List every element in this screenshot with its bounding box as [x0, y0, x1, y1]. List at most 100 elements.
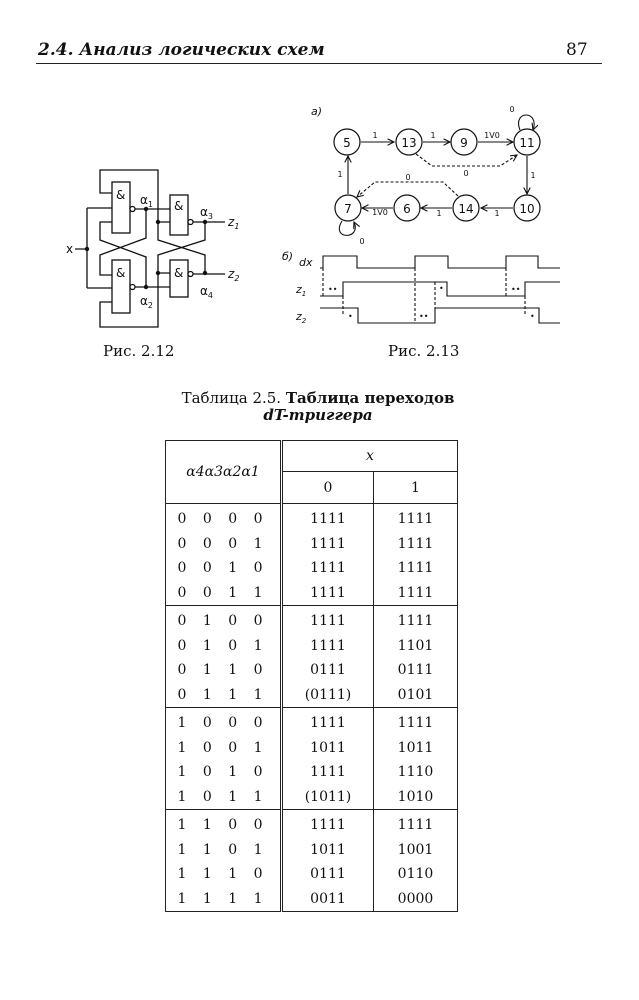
table-caption: Таблица 2.5. Таблица переходов dT-тригге…	[160, 390, 476, 424]
z2-label: z2	[227, 267, 239, 283]
table-title-line2: dT-триггера	[263, 406, 373, 424]
input-x-label: x	[66, 242, 73, 256]
figure-2-12-caption: Рис. 2.12	[103, 342, 175, 360]
next-state-cell: 1111	[373, 503, 458, 532]
part-a-label: а)	[311, 105, 322, 118]
alpha3-label: α3	[200, 205, 213, 221]
next-state-cell: 1111	[281, 580, 374, 606]
state-code-cell: 0 0 1 0	[165, 556, 283, 581]
z1-signal-label: z1	[295, 283, 306, 298]
svg-text:6: 6	[403, 202, 411, 216]
svg-text:1V0: 1V0	[484, 131, 500, 140]
next-state-cell: 1111	[281, 531, 374, 556]
state-code-cell: 0 1 1 0	[165, 658, 283, 683]
state-code-cell: 1 1 1 1	[165, 886, 283, 912]
state-11: 11	[513, 128, 541, 156]
dx-signal-label: dx	[299, 256, 313, 269]
state-code-cell: 0 0 0 1	[165, 531, 283, 556]
delay-marks: •• • •• • •• •	[328, 284, 535, 321]
state-7: 7	[334, 194, 362, 222]
svg-text:••: ••	[328, 285, 337, 294]
svg-text:7: 7	[344, 202, 352, 216]
svg-text:••: ••	[511, 285, 520, 294]
table-title: Таблица переходов	[285, 389, 455, 407]
next-state-cell: 1111	[281, 760, 374, 785]
state-14: 14	[452, 194, 480, 222]
svg-text:5: 5	[343, 136, 351, 150]
gate-label: &	[116, 266, 125, 280]
next-state-cell: 1011	[281, 735, 374, 760]
column-group-header: x	[281, 440, 458, 472]
next-state-cell: 1001	[373, 837, 458, 862]
gate-label: &	[174, 199, 183, 213]
part-b-label: б)	[282, 250, 293, 263]
table-row: 1 0 1 1(1011)1010	[165, 784, 458, 810]
and-gate-4	[169, 259, 189, 298]
svg-text:1: 1	[337, 170, 342, 179]
state-9: 9	[450, 128, 478, 156]
state-6: 6	[393, 194, 421, 222]
gate-label: &	[116, 188, 125, 202]
next-state-cell: 0011	[281, 886, 374, 912]
next-state-cell: 1111	[373, 605, 458, 634]
svg-text:9: 9	[460, 136, 468, 150]
next-state-cell: 1111	[281, 503, 374, 532]
next-state-cell: 1011	[373, 735, 458, 760]
state-code-cell: 1 0 0 0	[165, 707, 283, 736]
svg-text:1: 1	[372, 131, 377, 140]
state-code-cell: 0 1 0 1	[165, 633, 283, 658]
z2-waveform	[320, 307, 560, 324]
next-state-cell: 1111	[281, 605, 374, 634]
column-header: 1	[373, 471, 458, 504]
next-state-cell: 0101	[373, 682, 458, 708]
next-state-cell: 1101	[373, 633, 458, 658]
figures: & & & & x α1 α2 α3 α4 z1 z2 5 13 9 11 10…	[66, 105, 560, 328]
figure-2-13-caption: Рис. 2.13	[388, 342, 460, 360]
gate-label: &	[174, 266, 183, 280]
next-state-cell: (1011)	[281, 784, 374, 810]
svg-text:1: 1	[436, 209, 441, 218]
svg-text:13: 13	[401, 136, 416, 150]
section-title: 2.4. Анализ логических схем	[38, 40, 325, 60]
next-state-cell: 1111	[373, 809, 458, 838]
svg-text:•: •	[348, 312, 353, 321]
svg-text:0: 0	[359, 237, 364, 246]
next-state-cell: 1111	[281, 707, 374, 736]
next-state-cell: 1111	[281, 633, 374, 658]
svg-text:0: 0	[509, 105, 514, 114]
state-code-cell: 1 0 0 1	[165, 735, 283, 760]
svg-text:0: 0	[463, 169, 468, 178]
next-state-cell: 0111	[281, 862, 374, 887]
svg-text:10: 10	[519, 202, 534, 216]
next-state-cell: 0111	[281, 658, 374, 683]
alpha1-label: α1	[140, 193, 153, 209]
state-code-cell: 1 1 0 1	[165, 837, 283, 862]
z1-label: z1	[227, 215, 239, 231]
next-state-cell: 1111	[281, 809, 374, 838]
state-code-cell: 1 0 1 1	[165, 784, 283, 810]
state-graph	[338, 114, 534, 236]
state-10: 10	[513, 194, 541, 222]
next-state-cell: 0000	[373, 886, 458, 912]
next-state-cell: 1111	[373, 531, 458, 556]
svg-text:14: 14	[458, 202, 473, 216]
svg-text:1: 1	[494, 209, 499, 218]
row-header: α4α3α2α1	[165, 440, 283, 504]
svg-text:•: •	[439, 284, 444, 293]
next-state-cell: 1111	[281, 556, 374, 581]
state-code-cell: 0 0 1 1	[165, 580, 283, 606]
svg-text:••: ••	[419, 312, 428, 321]
state-13: 13	[395, 128, 423, 156]
next-state-cell: 1110	[373, 760, 458, 785]
state-code-cell: 1 1 0 0	[165, 809, 283, 838]
state-code-cell: 0 1 0 0	[165, 605, 283, 634]
